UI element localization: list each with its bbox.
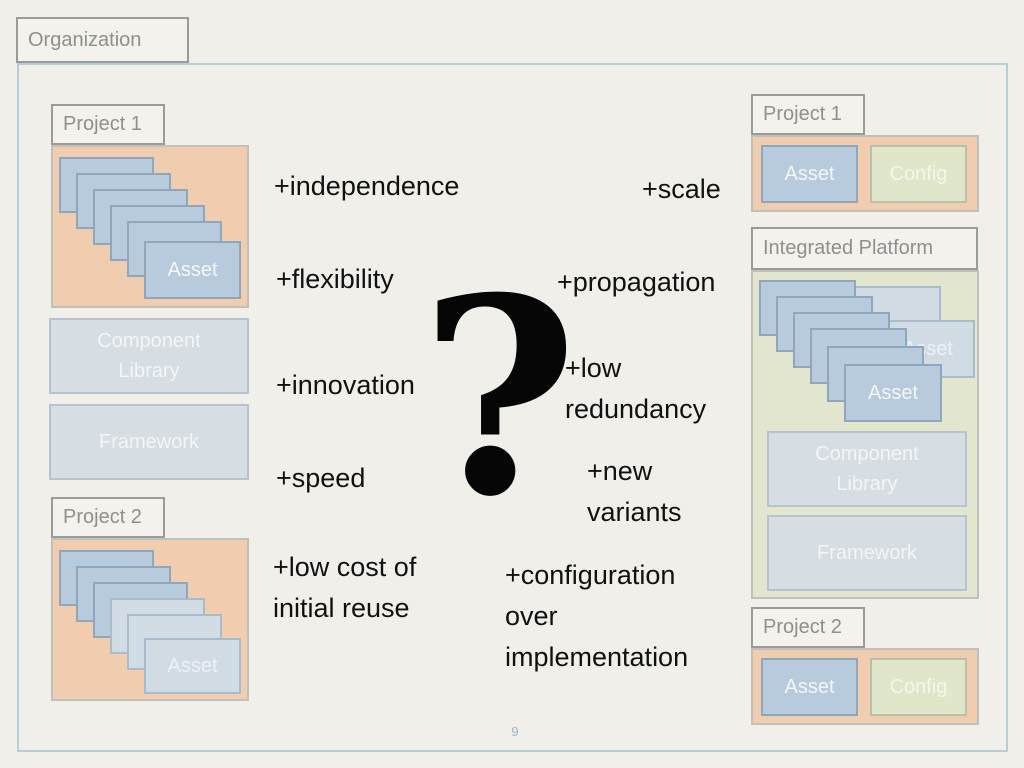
benefit-new-variants: +new variants	[587, 456, 682, 527]
benefit-low-redundancy: +low redundancy	[565, 353, 707, 424]
organization-tab: Organization	[16, 17, 189, 63]
page-number: 9	[511, 724, 519, 739]
integrated-platform-box: Asset Asset Component Library Framework	[751, 270, 979, 599]
right-project1-box: Asset Config	[751, 135, 979, 212]
benefit-configuration: +configuration over implementation	[505, 560, 689, 672]
asset-card-front: Asset	[144, 241, 241, 299]
benefit-innovation: +innovation	[276, 370, 415, 400]
benefit-independence: +independence	[274, 171, 460, 201]
benefit-speed: +speed	[276, 463, 366, 493]
asset-card: Asset	[761, 658, 858, 716]
left-component-library: Component Library	[49, 318, 249, 394]
left-framework: Framework	[49, 404, 249, 480]
left-project2-box: Asset	[51, 538, 249, 701]
asset-card: Asset	[761, 145, 858, 203]
right-project2-tab: Project 2	[751, 607, 865, 648]
platform-component-library: Component Library	[767, 431, 967, 507]
question-mark: ?	[420, 238, 579, 556]
right-project1-tab: Project 1	[751, 94, 865, 135]
benefit-flexibility: +flexibility	[276, 264, 394, 294]
benefit-propagation: +propagation	[557, 267, 716, 297]
integrated-platform-tab: Integrated Platform	[751, 227, 978, 270]
config-card: Config	[870, 145, 967, 203]
asset-card-front: Asset	[144, 638, 241, 694]
config-card: Config	[870, 658, 967, 716]
platform-framework: Framework	[767, 515, 967, 591]
benefit-low-cost: +low cost of initial reuse	[273, 552, 417, 623]
organization-frame	[17, 63, 1008, 752]
left-project2-tab: Project 2	[51, 497, 165, 538]
left-project1-tab: Project 1	[51, 104, 165, 145]
right-project2-box: Asset Config	[751, 648, 979, 725]
benefit-scale: +scale	[642, 174, 721, 204]
left-project1-box: Asset	[51, 145, 249, 308]
asset-card-front: Asset	[844, 364, 942, 422]
